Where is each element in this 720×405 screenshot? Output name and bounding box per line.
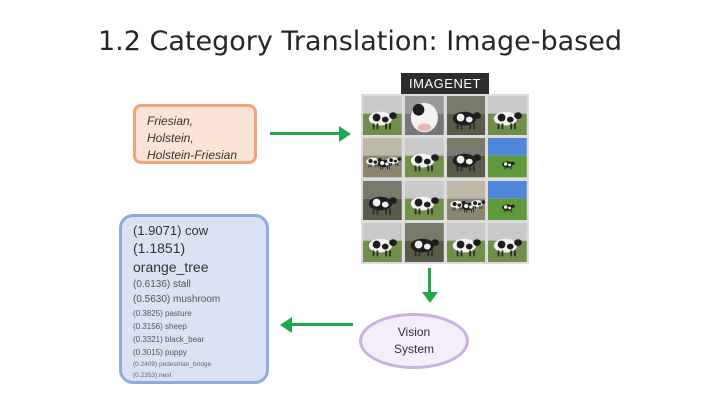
slide-title: 1.2 Category Translation: Image-based — [97, 26, 623, 57]
synonym-box: Friesian, Holstein, Holstein-Friesian — [133, 104, 257, 164]
result-puppy: (0.3015) puppy — [133, 348, 187, 357]
grid-photo — [404, 222, 444, 262]
result-orange-tree-score: (1.1851) — [133, 240, 186, 256]
result-pedestrian-bridge: (0.2409) pedestrian_bridge — [133, 361, 212, 368]
synonym-holstein: Holstein, — [147, 131, 194, 145]
grid-photo — [404, 96, 444, 136]
grid-photo — [363, 138, 402, 178]
grid-photo — [446, 96, 486, 136]
result-stall: (0.6136) stall — [133, 279, 191, 290]
vision-system-node: Vision System — [359, 313, 469, 369]
system-label: System — [393, 342, 434, 356]
grid-photo — [363, 96, 402, 136]
grid-photo — [446, 222, 486, 262]
result-black-bear: (0.3321) black_bear — [133, 335, 205, 344]
imagenet-logo: IMAGENET — [401, 73, 489, 94]
grid-photo — [488, 96, 527, 136]
result-orange-tree-label: orange_tree — [133, 259, 209, 275]
arrow-to-results-shaft — [291, 323, 353, 326]
result-cow: (1.9071) cow — [133, 223, 209, 238]
grid-photo — [488, 180, 527, 220]
grid-photo — [404, 138, 444, 178]
arrow-to-vision-head — [422, 292, 438, 303]
grid-photo — [404, 180, 444, 220]
grid-photo — [488, 222, 527, 262]
synonym-friesian: Friesian, — [147, 114, 194, 128]
imagenet-image-grid — [361, 94, 529, 264]
synonym-holstein-friesian: Holstein-Friesian — [147, 148, 238, 162]
grid-photo — [446, 180, 486, 220]
arrow-to-images-head — [339, 126, 351, 142]
grid-photo — [363, 222, 402, 262]
result-nest: (0.2353) nest — [133, 372, 172, 379]
arrow-to-vision-shaft — [428, 268, 431, 293]
result-mushroom: (0.5630) mushroom — [133, 294, 221, 305]
vision-label: Vision — [397, 325, 431, 339]
classification-results-box: (1.9071) cow (1.1851) orange_tree (0.613… — [119, 214, 269, 384]
grid-photo — [446, 138, 486, 178]
arrow-to-results-head — [280, 317, 292, 333]
result-sheep: (0.3156) sheep — [133, 322, 187, 331]
arrow-to-images-shaft — [270, 132, 340, 135]
grid-photo — [488, 138, 527, 178]
result-pasture: (0.3825) pasture — [133, 309, 192, 318]
grid-photo — [363, 180, 402, 220]
